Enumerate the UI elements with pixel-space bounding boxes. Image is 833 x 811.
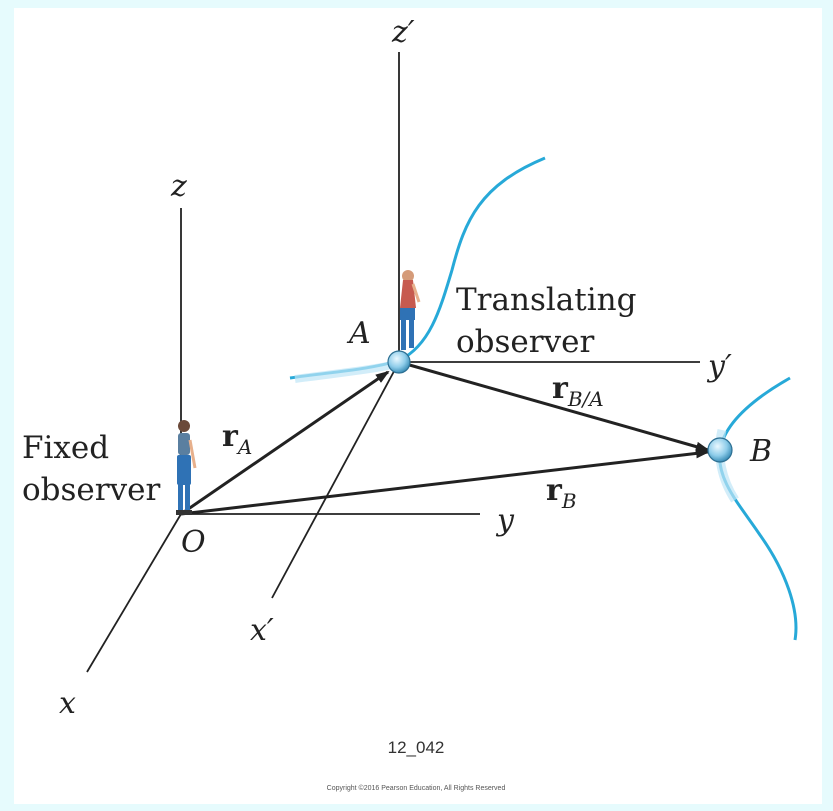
z-prime-axis-label: z′ — [391, 15, 415, 50]
point-o-label: O — [181, 525, 206, 560]
x-axis-line — [86, 513, 182, 673]
fixed-observer-caption-1: Fixed — [22, 430, 109, 466]
figure-id: 12_042 — [388, 738, 445, 757]
vector-r-b — [180, 448, 710, 516]
x-prime-axis-label: x′ — [250, 613, 274, 648]
particle-b — [707, 437, 733, 463]
x-prime-axis-line — [271, 361, 400, 599]
y-prime-axis-label: y′ — [706, 349, 732, 384]
point-b-label: B — [749, 434, 772, 469]
translating-observer-caption-2: observer — [456, 324, 594, 360]
point-a-label: A — [346, 316, 371, 351]
person-standing-icon — [400, 270, 421, 350]
vector-r-ba — [398, 360, 710, 452]
path-curve-b-halo — [715, 428, 739, 503]
path-curve-a-halo — [294, 361, 393, 383]
vector-r-ba-label: rB/A — [552, 371, 604, 411]
z-axis-label: z — [170, 169, 187, 204]
x-axis-label: x — [59, 686, 76, 721]
path-curve-b — [718, 376, 798, 641]
figure-frame — [14, 8, 822, 804]
person-standing-icon — [176, 420, 197, 515]
fixed-observer-caption-2: observer — [22, 472, 160, 508]
copyright-notice: Copyright ©2016 Pearson Education, All R… — [327, 784, 506, 792]
vector-r-a — [180, 370, 390, 516]
particle-a — [387, 350, 411, 374]
vector-r-a-label: rA — [222, 419, 252, 459]
translating-observer-caption-1: Translating — [456, 282, 636, 318]
vector-r-b-label: rB — [546, 473, 577, 513]
y-axis-label: y — [495, 503, 515, 538]
